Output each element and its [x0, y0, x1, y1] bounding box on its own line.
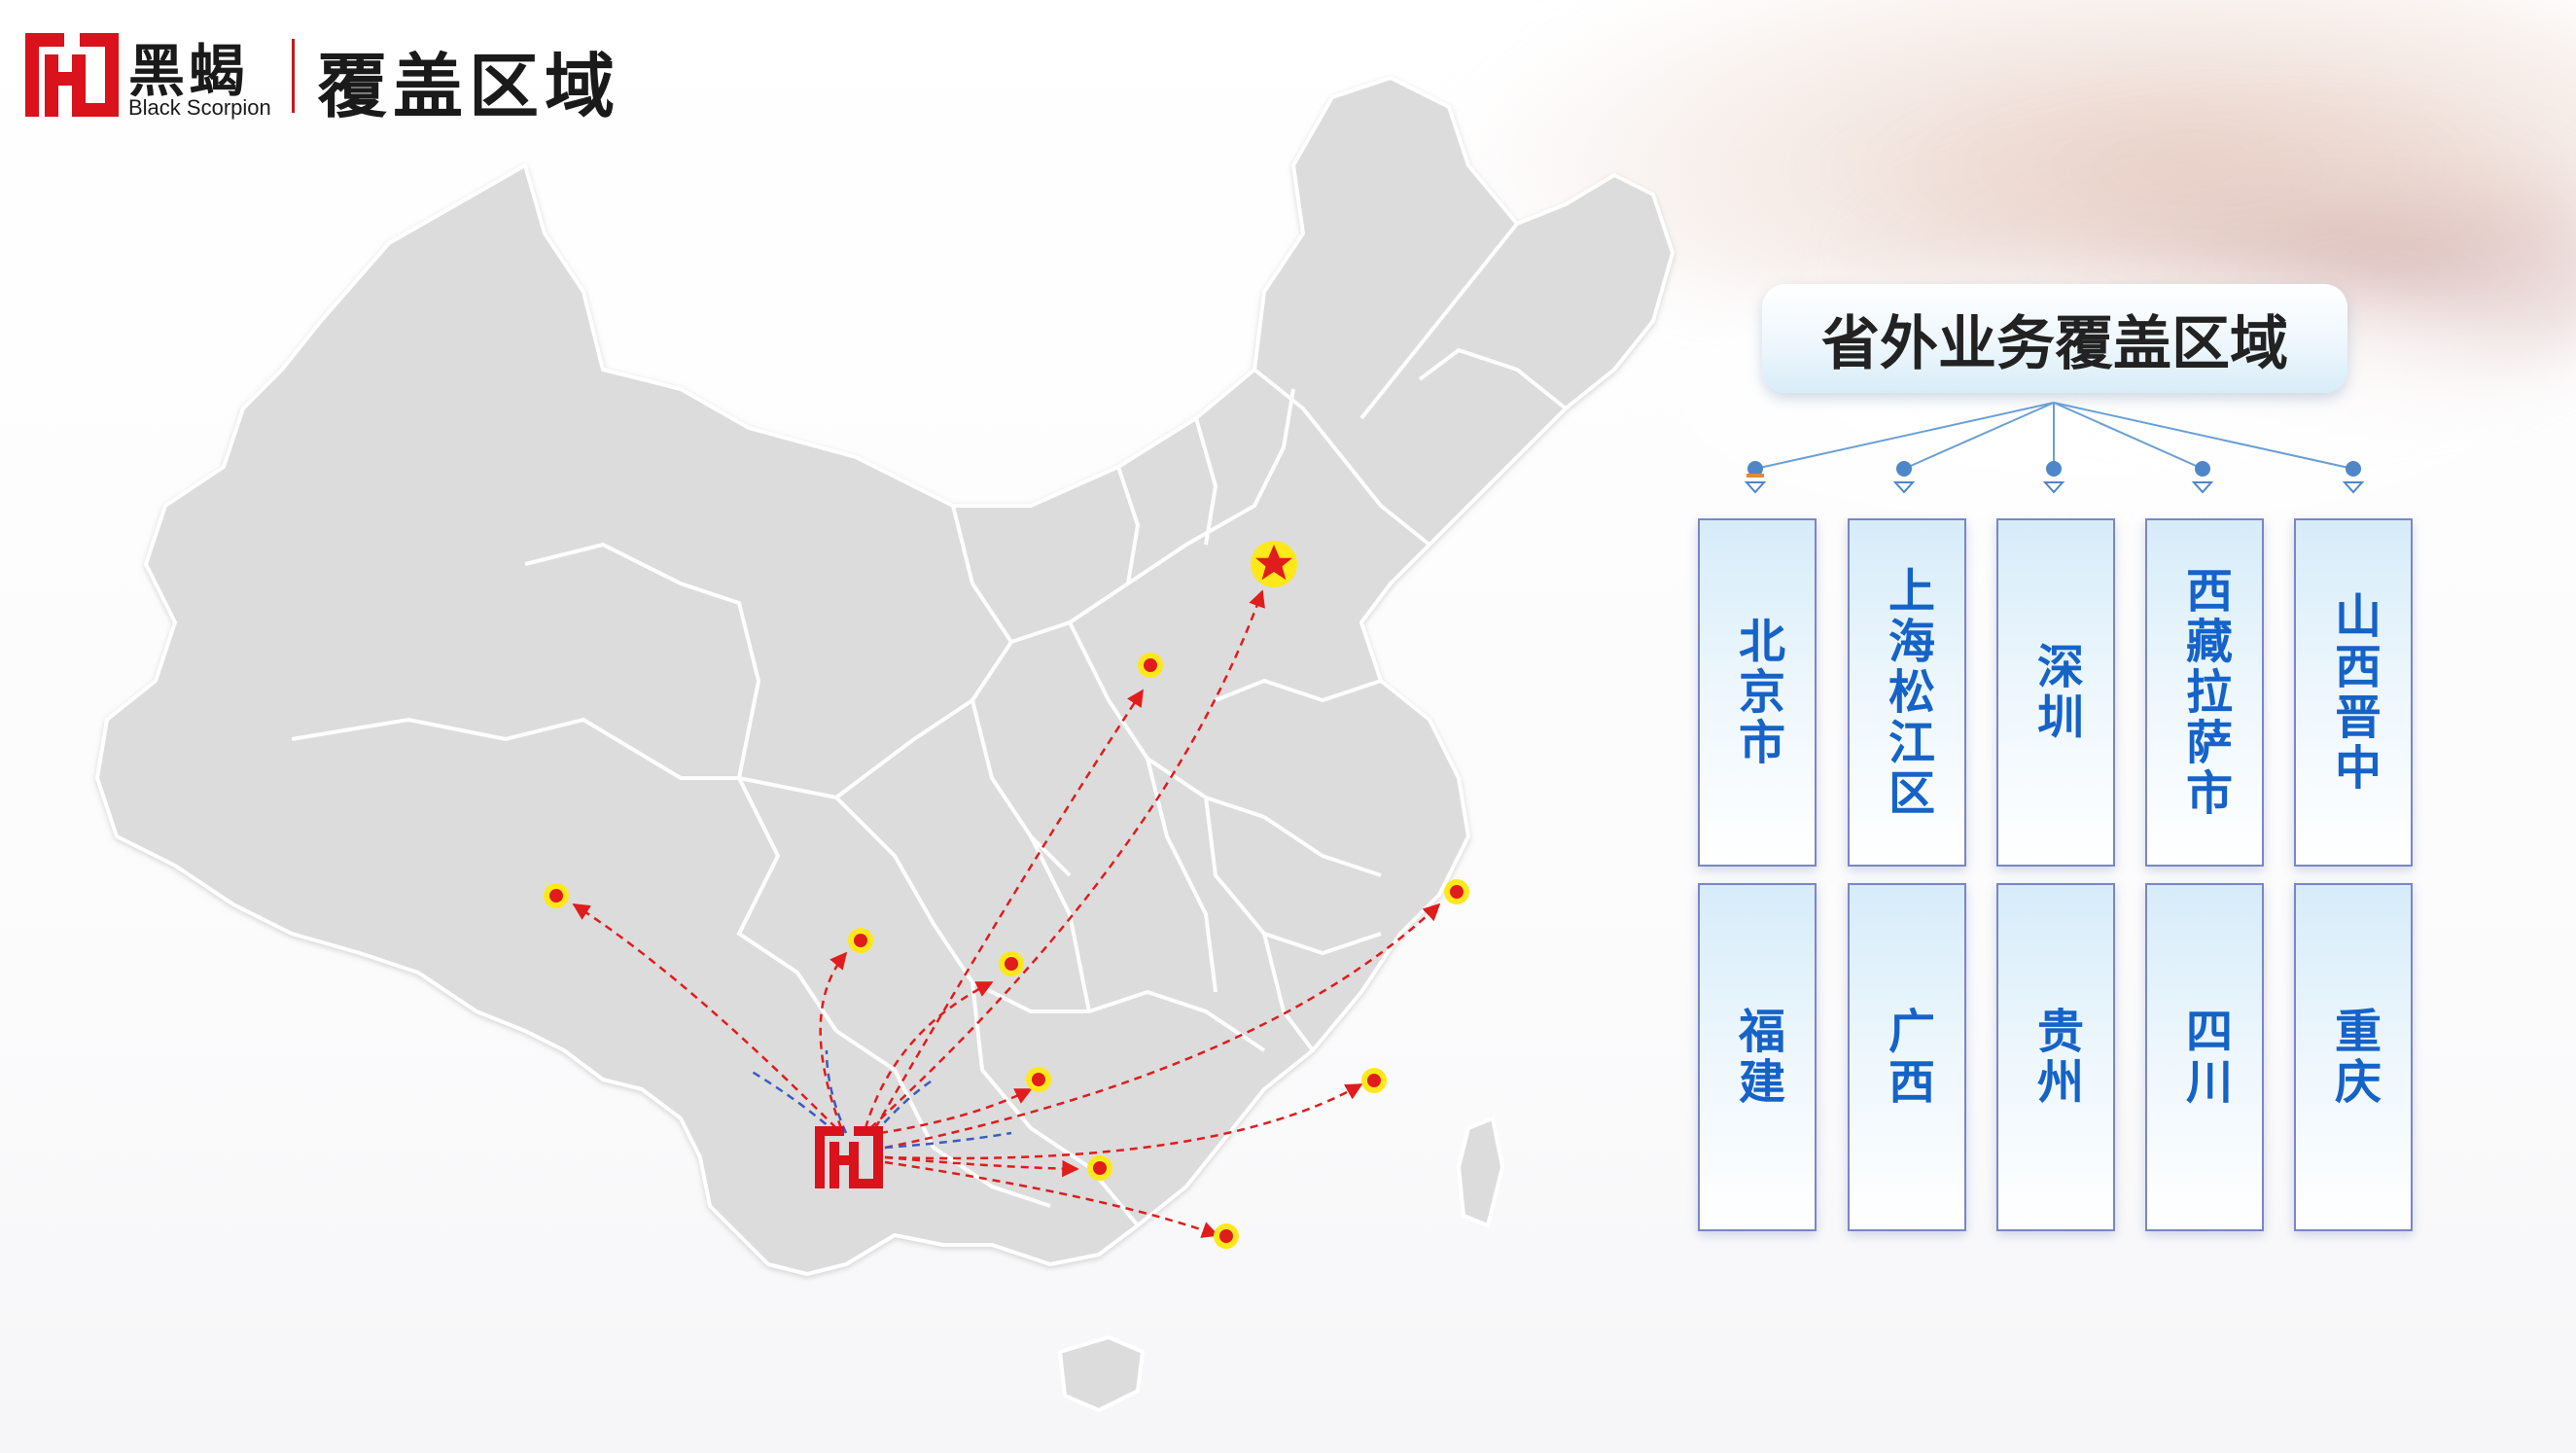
region-card-jinzhong: 山西晋中 [2294, 518, 2413, 867]
location-dot-icon [848, 928, 873, 953]
red-star-icon [1251, 541, 1297, 587]
region-card-lhasa: 西藏拉萨市 [2145, 518, 2264, 867]
location-dot-icon [1361, 1068, 1387, 1093]
logo-chinese-text: 黑蝎 [128, 38, 250, 104]
region-card-label: 重庆 [2326, 1007, 2381, 1108]
region-card-sichuan: 四川 [2145, 883, 2264, 1231]
location-dot-icon [1214, 1223, 1239, 1249]
coverage-arrows [572, 589, 1441, 1238]
region-card-label: 广西 [1880, 1007, 1934, 1108]
location-markers [544, 653, 1469, 1249]
location-dot-icon [1026, 1067, 1051, 1092]
region-card-label: 西藏拉萨市 [2177, 566, 2232, 819]
location-dot-icon [1444, 879, 1469, 904]
region-card-fujian: 福建 [1698, 883, 1817, 1231]
region-card-guizhou: 贵州 [1996, 883, 2115, 1231]
location-dot-icon [1138, 653, 1163, 678]
province-borders [291, 222, 1568, 1227]
region-card-label: 北京市 [1730, 617, 1784, 768]
china-mainland-shape [95, 76, 1675, 1276]
region-card-chongqing: 重庆 [2294, 883, 2413, 1231]
region-card-label: 贵州 [2029, 1007, 2083, 1108]
page-title: 覆盖区域 [317, 45, 621, 127]
region-card-label: 上海松江区 [1880, 566, 1934, 819]
logo-english-text: Black Scorpion [128, 95, 271, 120]
region-card-label: 深圳 [2029, 642, 2083, 743]
region-card-guangxi: 广西 [1848, 883, 1966, 1231]
header-divider [292, 39, 295, 113]
coverage-panel-title: 省外业务覆盖区域 [1762, 284, 2347, 393]
region-card-shanghai-songjiang: 上海松江区 [1848, 518, 1966, 867]
hainan-island-shape [1057, 1334, 1146, 1413]
location-dot-icon [999, 951, 1024, 976]
black-scorpion-logo-icon [25, 33, 119, 117]
location-dot-icon [1087, 1155, 1112, 1181]
location-dot-icon [544, 883, 569, 908]
connector-nodes [1744, 461, 2365, 494]
region-card-label: 山西晋中 [2326, 591, 2381, 794]
region-card-beijing: 北京市 [1698, 518, 1817, 867]
region-card-label: 福建 [1730, 1007, 1784, 1108]
region-card-label: 四川 [2177, 1007, 2232, 1108]
taiwan-island-shape [1456, 1116, 1505, 1228]
connector-tree [1744, 402, 2365, 494]
region-card-shenzhen: 深圳 [1996, 518, 2115, 867]
headquarters-logo-icon [815, 1126, 883, 1188]
